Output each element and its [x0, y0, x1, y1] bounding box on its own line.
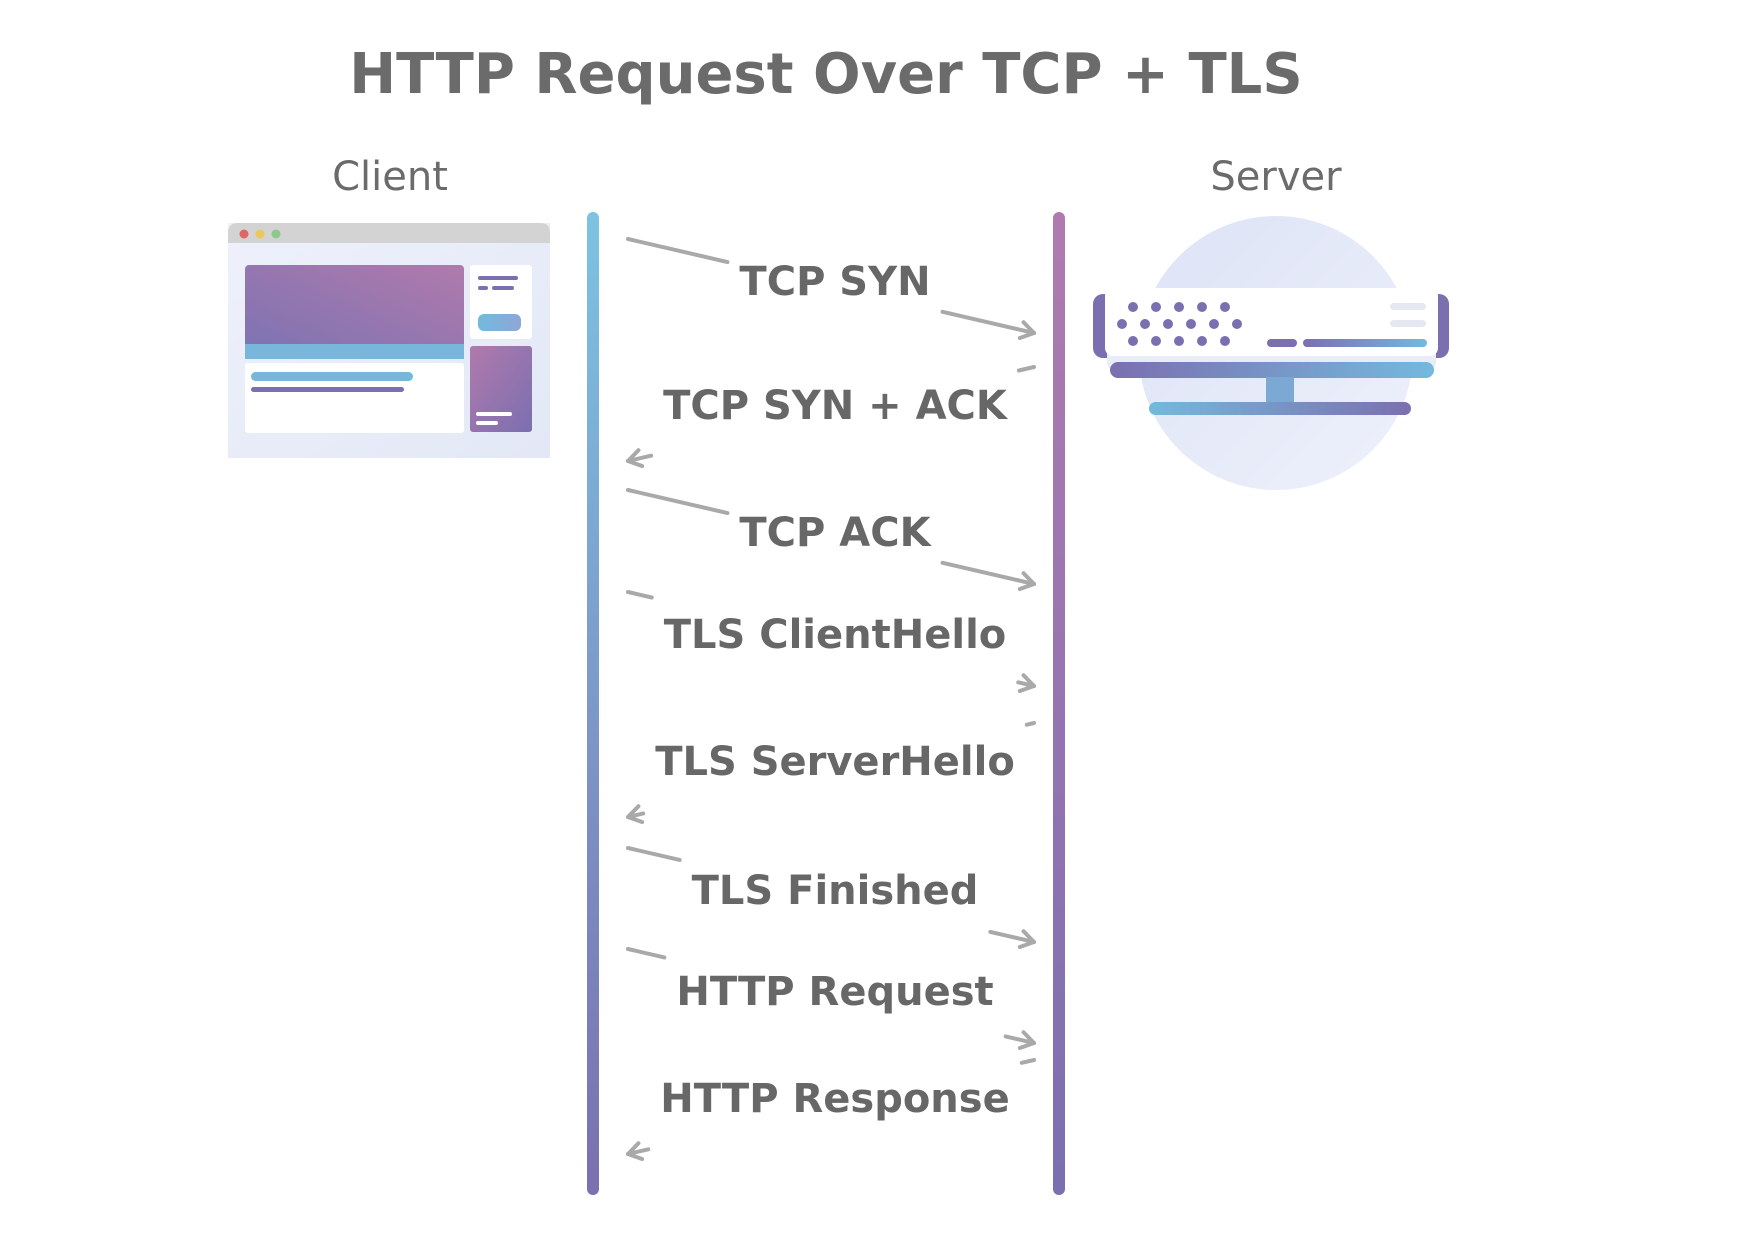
arrow-shaft-end [940, 309, 1036, 335]
message-label: TLS ServerHello [655, 739, 1015, 785]
arrow-shaft-start [626, 846, 682, 862]
message-1: TCP SYN [626, 237, 1036, 341]
client-lifeline [587, 212, 599, 1195]
message-8: HTTP Response [626, 1058, 1036, 1162]
arrow-left-icon [626, 1141, 645, 1162]
arrow-shaft-end [626, 453, 654, 463]
server-lifeline [1053, 212, 1065, 1195]
message-label: TLS Finished [692, 868, 979, 914]
server-vent-dots [1117, 302, 1242, 346]
arrow-right-icon [1017, 571, 1036, 592]
message-label: HTTP Request [676, 969, 993, 1015]
message-list: TCP SYN TCP SYN + ACK TCP ACK TLS ClientHel… [626, 237, 1036, 1162]
message-label: TLS ClientHello [664, 612, 1007, 658]
message-6: TLS Finished [626, 846, 1036, 950]
arrow-shaft-start [1024, 721, 1036, 727]
arrow-shaft-start [626, 590, 654, 600]
server-rack-icon [1093, 216, 1449, 490]
message-5: TLS ServerHello [626, 721, 1036, 825]
browser-window-icon [228, 223, 550, 458]
diagram-title: HTTP Request Over TCP + TLS [349, 42, 1302, 107]
message-label: HTTP Response [660, 1076, 1009, 1122]
arrow-shaft-end [940, 560, 1036, 586]
message-label: TCP SYN [739, 259, 930, 305]
message-7: HTTP Request [626, 947, 1036, 1051]
message-3: TCP ACK [626, 488, 1036, 592]
arrow-shaft-start [626, 947, 667, 960]
message-4: TLS ClientHello [626, 590, 1036, 694]
arrow-right-icon [1017, 673, 1036, 694]
arrow-shaft-start [1019, 1058, 1036, 1065]
arrow-left-icon [626, 804, 645, 825]
arrow-shaft-start [626, 488, 730, 516]
server-label: Server [1210, 154, 1342, 200]
arrow-right-icon [1017, 320, 1036, 341]
arrow-shaft-start [1016, 365, 1036, 373]
message-label: TCP SYN + ACK [663, 383, 1009, 429]
arrow-right-icon [1017, 929, 1036, 950]
arrow-right-icon [1017, 1030, 1036, 1051]
client-label: Client [332, 154, 448, 200]
arrow-shaft-start [626, 237, 730, 265]
arrow-shaft-end [988, 929, 1036, 944]
message-label: TCP ACK [739, 510, 932, 556]
arrow-shaft-end [1003, 1034, 1036, 1045]
arrow-left-icon [626, 448, 645, 469]
message-2: TCP SYN + ACK [626, 365, 1036, 469]
